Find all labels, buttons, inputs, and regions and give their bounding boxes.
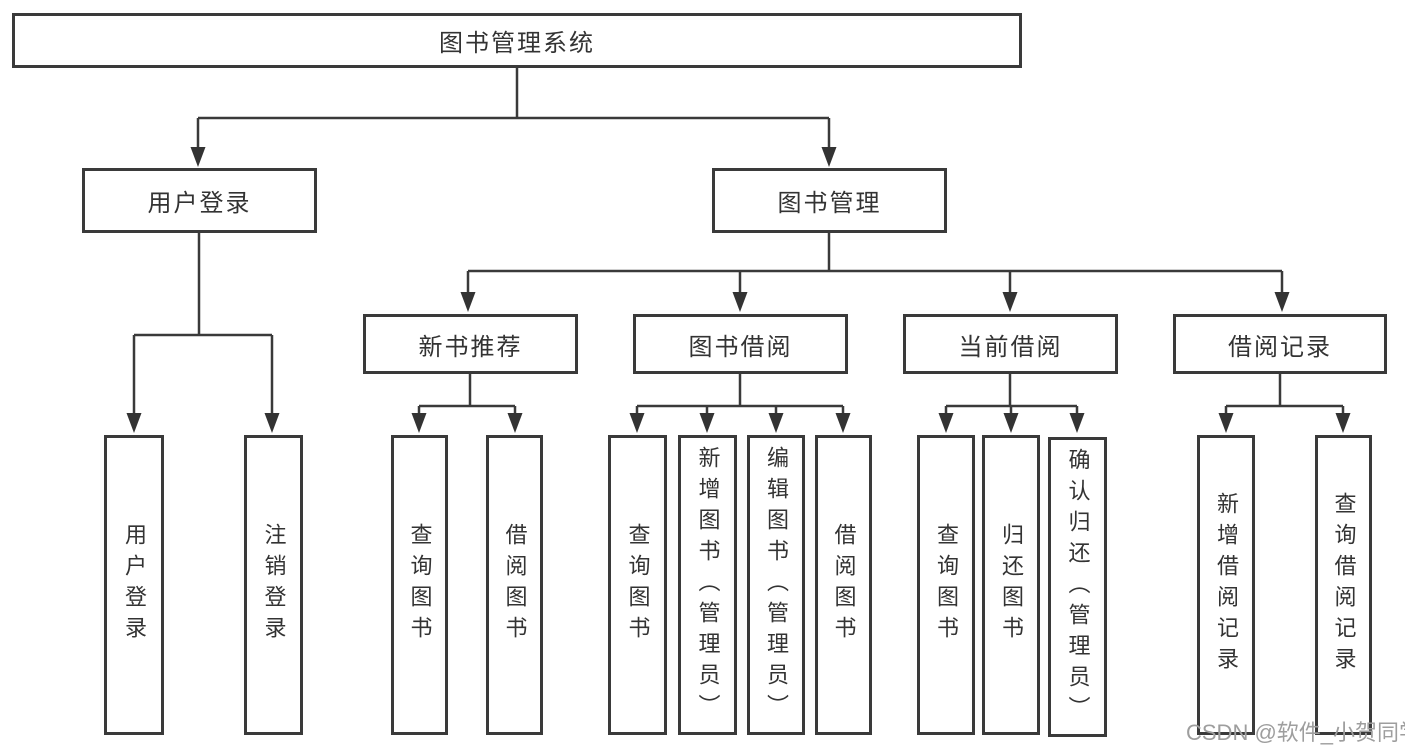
leaf-query-borrow-record: 查询借阅记录 (1315, 435, 1372, 735)
leaf-edit-books-admin: 编辑图书（管理员） (747, 435, 805, 735)
leaf-logout: 注销登录 (244, 435, 303, 735)
node-current-borrow-label: 当前借阅 (958, 333, 1063, 361)
leaf-edit-books-admin-label: 编辑图书（管理员） (764, 445, 789, 725)
node-new-book-recommend-label: 新书推荐 (418, 333, 523, 361)
leaf-add-books-admin: 新增图书（管理员） (678, 435, 737, 735)
node-book-borrow: 图书借阅 (633, 314, 848, 374)
leaf-user-login: 用户登录 (104, 435, 164, 735)
leaf-recommend-borrow-books-label: 借阅图书 (502, 523, 528, 647)
node-borrow-record-label: 借阅记录 (1228, 333, 1332, 361)
node-book-management-group: 图书管理 (712, 168, 947, 233)
node-book-management-group-label: 图书管理 (777, 190, 882, 217)
node-user-login-group: 用户登录 (82, 168, 317, 233)
leaf-return-books: 归还图书 (982, 435, 1040, 735)
leaf-borrow-query-books-label: 查询图书 (625, 523, 651, 647)
csdn-watermark: CSDN @软件_小贺同学 (1186, 720, 1405, 745)
leaf-query-borrow-record-label: 查询借阅记录 (1331, 492, 1357, 678)
leaf-recommend-borrow-books: 借阅图书 (486, 435, 543, 735)
leaf-add-borrow-record-label: 新增借阅记录 (1214, 492, 1239, 678)
leaf-borrow-query-books: 查询图书 (608, 435, 667, 735)
leaf-borrow-books: 借阅图书 (815, 435, 872, 735)
leaf-borrow-books-label: 借阅图书 (831, 523, 857, 647)
node-user-login-group-label: 用户登录 (147, 190, 252, 217)
leaf-user-login-label: 用户登录 (122, 523, 147, 647)
leaf-add-borrow-record: 新增借阅记录 (1197, 435, 1255, 735)
leaf-current-query-books: 查询图书 (917, 435, 975, 735)
node-root-label: 图书管理系统 (439, 30, 595, 57)
leaf-current-query-books-label: 查询图书 (934, 523, 959, 647)
leaf-logout-label: 注销登录 (261, 523, 287, 647)
leaf-confirm-return-admin: 确认归还（管理员） (1048, 437, 1107, 737)
node-root-library-management-system: 图书管理系统 (12, 13, 1022, 68)
leaf-add-books-admin-label: 新增图书（管理员） (695, 445, 721, 725)
node-borrow-record: 借阅记录 (1173, 314, 1387, 374)
leaf-return-books-label: 归还图书 (999, 523, 1024, 647)
node-book-borrow-label: 图书借阅 (688, 333, 793, 361)
node-new-book-recommend: 新书推荐 (363, 314, 578, 374)
leaf-recommend-query-books: 查询图书 (391, 435, 448, 735)
leaf-confirm-return-admin-label: 确认归还（管理员） (1065, 447, 1091, 727)
node-current-borrow: 当前借阅 (903, 314, 1118, 374)
leaf-recommend-query-books-label: 查询图书 (407, 523, 433, 647)
